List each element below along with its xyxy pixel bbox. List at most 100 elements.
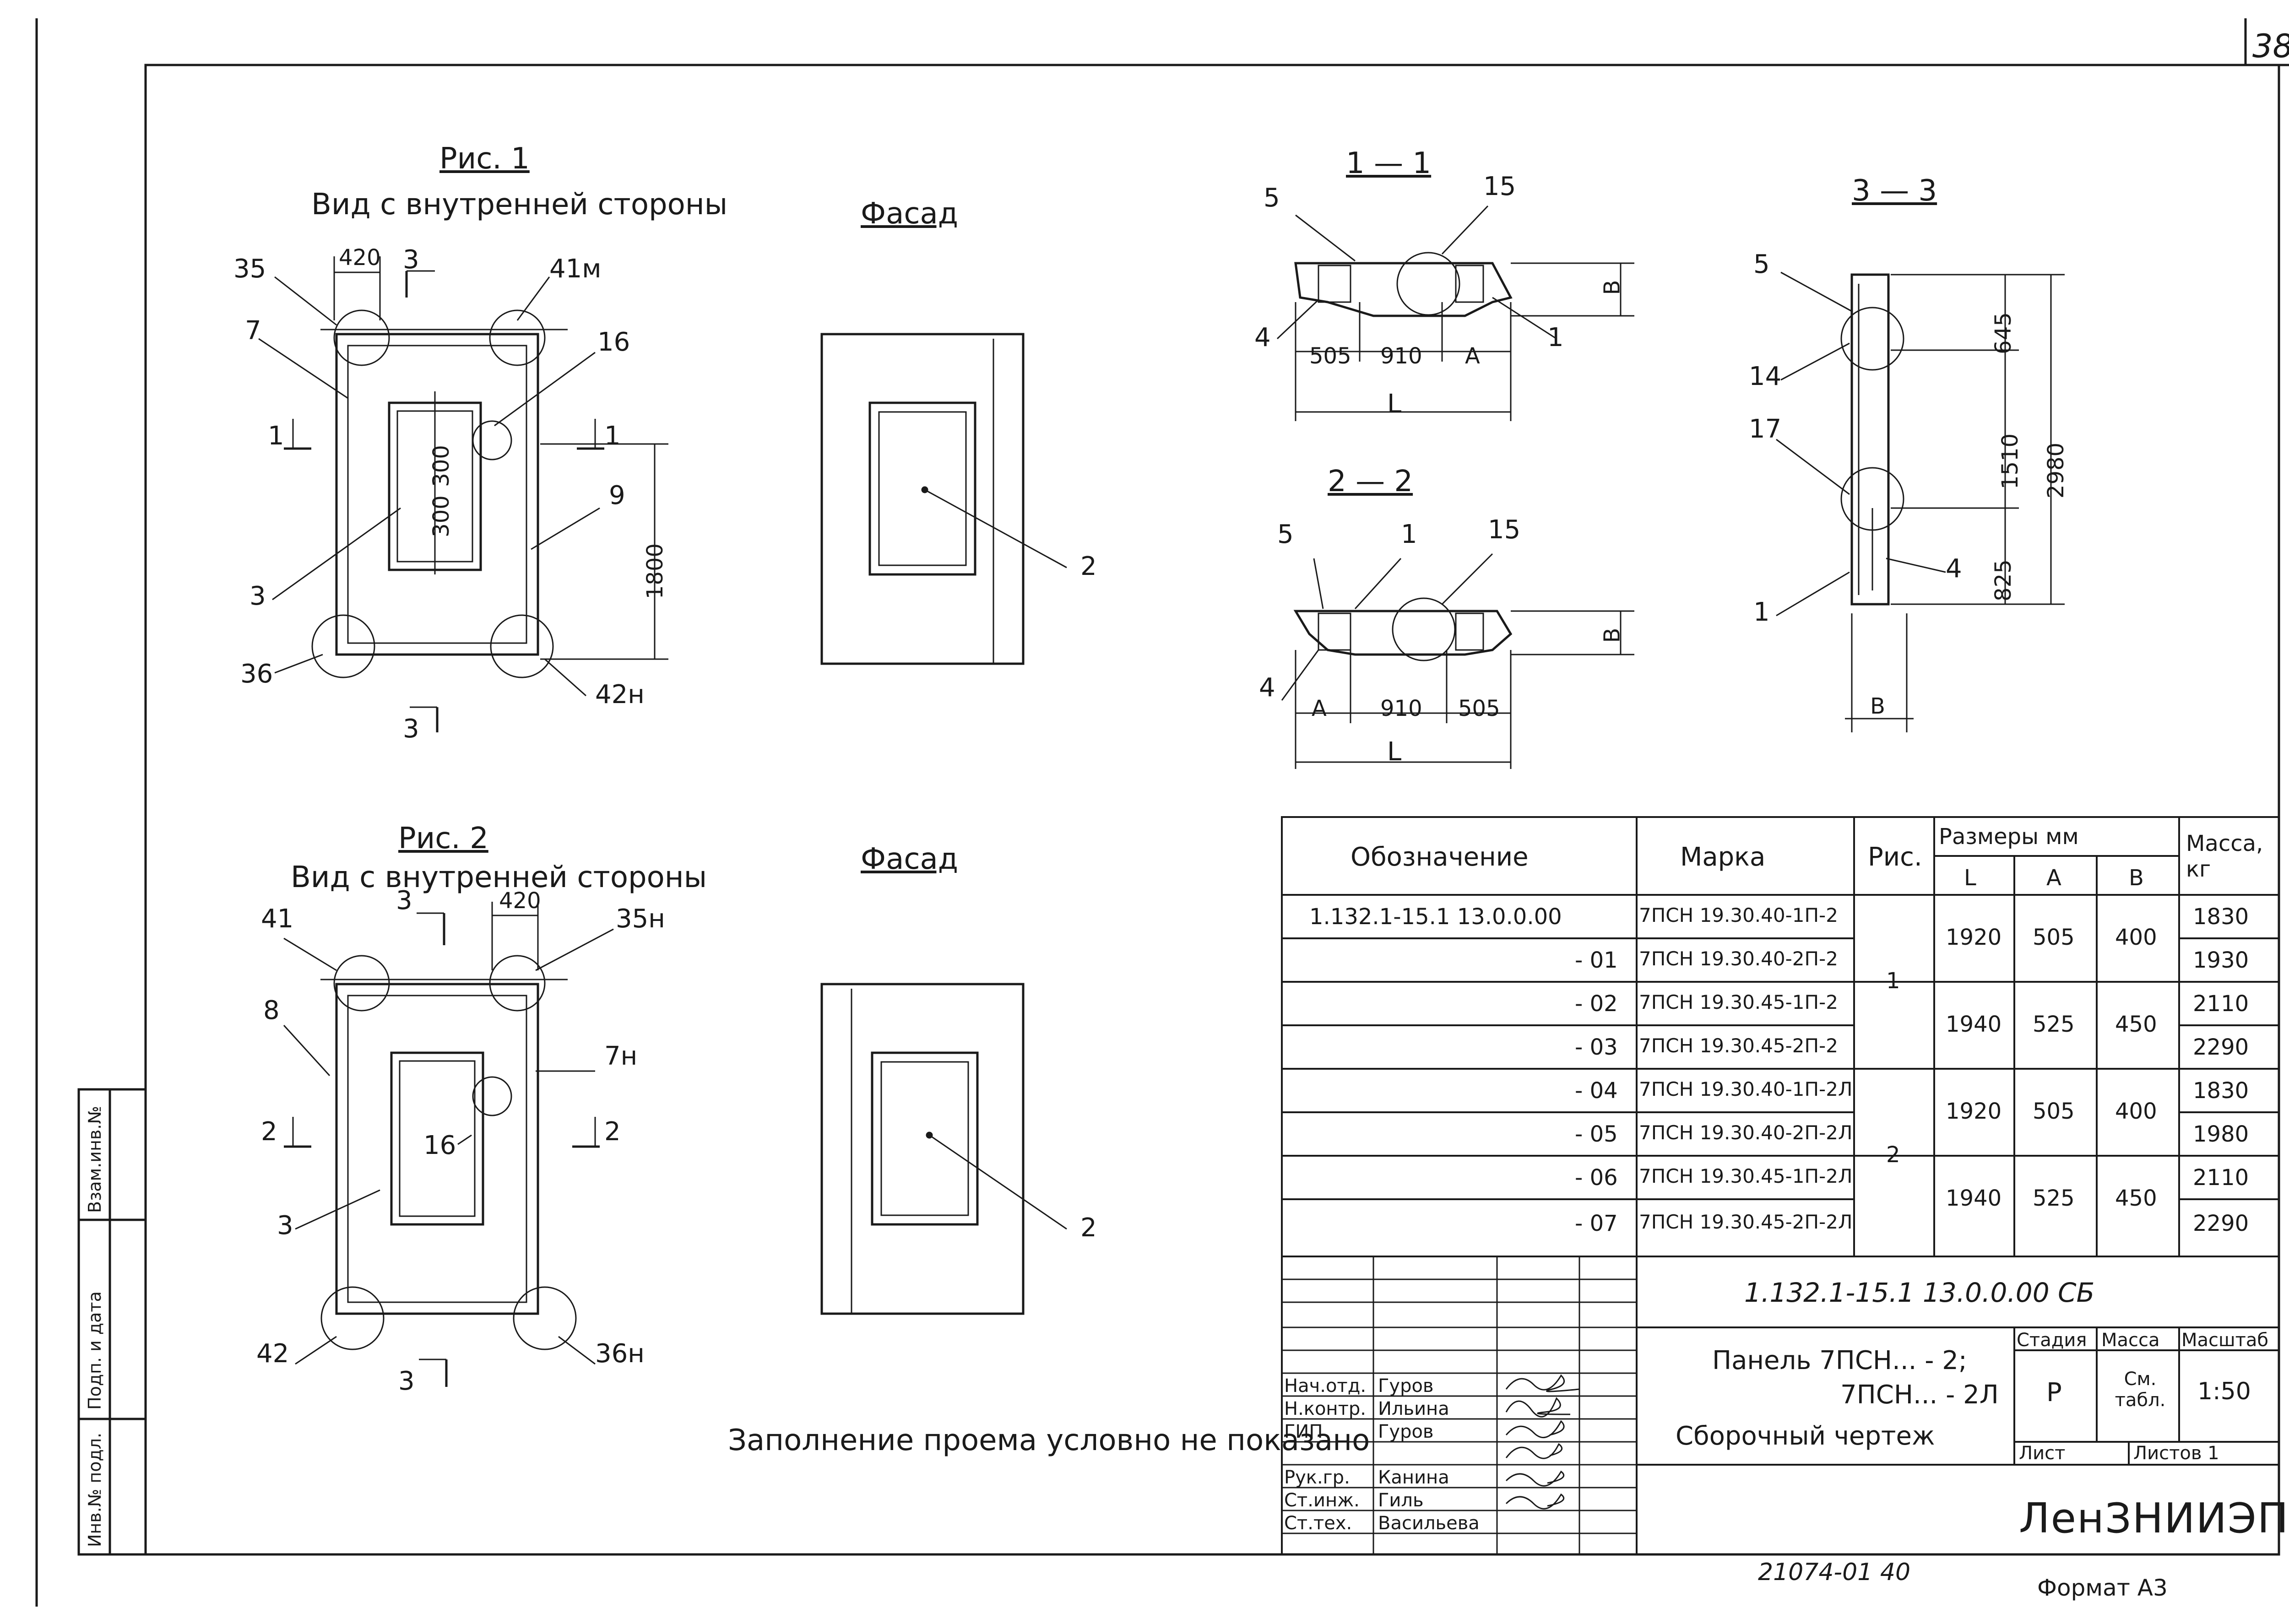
row-mark: 7ПСН 19.30.40-1П-2: [1639, 904, 1838, 926]
sec33-callout-5: 5: [1753, 249, 1770, 279]
fig2-callout-41: 41: [261, 904, 294, 934]
sec11-dim-A: А: [1465, 343, 1480, 369]
group-L: 1940: [1946, 1012, 2002, 1037]
facade-2-title: Фасад: [861, 842, 958, 876]
fig1-callout-36: 36: [240, 659, 273, 689]
title-block-grid: [1281, 1256, 2280, 1555]
fig1-cut-1-right: 1: [604, 421, 621, 451]
sec22-dim-L: L: [1387, 737, 1402, 767]
group-B: 400: [2115, 925, 2157, 950]
footer-code: 21074-01 40: [1758, 1559, 1911, 1586]
section-1-1-title: 1 — 1: [1346, 146, 1432, 180]
group-A: 505: [2033, 1099, 2075, 1124]
sec11-dim-L: L: [1387, 389, 1402, 419]
fig1-cut-3-bottom: 3: [403, 714, 419, 744]
staff-role: Н.контр.: [1284, 1398, 1366, 1419]
fig1-callout-41m: 41м: [549, 254, 602, 284]
fig2-dim-420: 420: [499, 888, 541, 914]
fig1-callout-35: 35: [233, 254, 266, 284]
row-designation: - 06: [1575, 1165, 1618, 1191]
scale-value: 1:50: [2197, 1378, 2251, 1405]
mass-value: См. табл.: [2115, 1369, 2166, 1411]
sec11-dim-B: В: [1599, 280, 1625, 295]
sec33-dim-B: В: [1870, 693, 1885, 719]
section-3-3-title: 3 — 3: [1852, 174, 1937, 208]
fig1-cut-3-top: 3: [403, 245, 419, 275]
row-designation: - 03: [1575, 1034, 1618, 1060]
row-mark: 7ПСН 19.30.45-1П-2Л: [1639, 1165, 1853, 1187]
fig2-callout-3: 3: [277, 1211, 293, 1240]
fig1-callout-7: 7: [245, 316, 261, 346]
drawing-frame: [144, 64, 2280, 1556]
group-B: 450: [2115, 1012, 2157, 1037]
sec22-dim-B: В: [1599, 628, 1625, 643]
sec11-callout-5: 5: [1264, 183, 1280, 213]
sec33-callout-4: 4: [1946, 554, 1962, 584]
sec33-callout-14: 14: [1749, 362, 1782, 391]
table-header-mark: Марка: [1680, 842, 1766, 872]
sec22-callout-15: 15: [1488, 515, 1521, 545]
facade-1-title: Фасад: [861, 197, 958, 231]
note-text: Заполнение проема условно не показано: [728, 1424, 1370, 1457]
group-A: 505: [2033, 925, 2075, 950]
sec11-callout-15: 15: [1483, 172, 1516, 201]
fig-group: 2: [1886, 1142, 1900, 1168]
sheet-number: 38: [2252, 27, 2289, 65]
row-mass: 2290: [2193, 1034, 2249, 1060]
fig1-dim-300a: 300: [428, 445, 454, 487]
sec33-dim-825: 825: [1990, 559, 2016, 601]
row-mark: 7ПСН 19.30.40-1П-2Л: [1639, 1078, 1853, 1100]
staff-name: Канина: [1378, 1467, 1449, 1488]
row-designation: - 01: [1575, 947, 1618, 973]
section-2-2-title: 2 — 2: [1328, 465, 1413, 498]
side-label-vzam: Взам.инв.№: [85, 1106, 105, 1213]
fig1-callout-16: 16: [597, 327, 630, 357]
table-header-designation: Обозначение: [1351, 842, 1529, 872]
sec33-dim-1510: 1510: [1997, 433, 2023, 490]
row-mark: 7ПСН 19.30.45-1П-2: [1639, 991, 1838, 1013]
row-mark: 7ПСН 19.30.40-2П-2: [1639, 947, 1838, 970]
stage-header: Стадия: [2017, 1330, 2087, 1351]
fig2-callout-35n: 35н: [616, 904, 665, 934]
row-mass: 2290: [2193, 1211, 2249, 1236]
sec33-callout-1: 1: [1753, 597, 1770, 627]
table-header-L: L: [1964, 865, 1976, 891]
sec33-dim-2980: 2980: [2043, 442, 2069, 499]
fig2-callout-36n: 36н: [595, 1339, 645, 1369]
group-B: 400: [2115, 1099, 2157, 1124]
row-designation: - 04: [1575, 1078, 1618, 1104]
sheets-header: Листов 1: [2133, 1443, 2219, 1464]
fig2-callout-8: 8: [263, 996, 280, 1025]
sec11-callout-1: 1: [1547, 323, 1564, 352]
organization-logo: ЛенЗНИИЭП: [2019, 1494, 2289, 1543]
sec22-dim-505: 505: [1458, 696, 1500, 721]
staff-name: Гуров: [1378, 1421, 1434, 1442]
staff-role: Нач.отд.: [1284, 1375, 1367, 1397]
row-mass: 1980: [2193, 1121, 2249, 1147]
staff-name: Ильина: [1378, 1398, 1449, 1419]
fig1-callout-3: 3: [250, 581, 266, 611]
row-mark: 7ПСН 19.30.40-2П-2Л: [1639, 1121, 1853, 1144]
title-block-name-2: 7ПСН... - 2Л: [1840, 1380, 1999, 1410]
staff-role: Рук.гр.: [1284, 1467, 1350, 1488]
group-L: 1920: [1946, 925, 2002, 950]
group-A: 525: [2033, 1012, 2075, 1037]
title-block-name-3: Сборочный чертеж: [1676, 1421, 1935, 1451]
group-L: 1920: [1946, 1099, 2002, 1124]
staff-role: Ст.тех.: [1284, 1513, 1352, 1534]
facade-1-callout-2: 2: [1080, 552, 1097, 581]
stage-value: Р: [2046, 1378, 2062, 1407]
mass-header: Масса: [2101, 1330, 2160, 1351]
fig2-cut-2-left: 2: [261, 1117, 277, 1147]
fig2-cut-3-top: 3: [396, 886, 412, 915]
row-mark: 7ПСН 19.30.45-2П-2Л: [1639, 1211, 1853, 1233]
sec22-callout-5: 5: [1277, 520, 1294, 549]
table-header-A: А: [2046, 865, 2061, 891]
fig2-title: Рис. 2: [398, 822, 488, 855]
fig1-cut-1-left: 1: [268, 421, 284, 451]
fig1-title: Рис. 1: [439, 142, 530, 176]
section-3-3-drawing: [1776, 271, 2065, 732]
sec11-dim-910: 910: [1380, 343, 1422, 369]
row-designation: - 07: [1575, 1211, 1618, 1236]
